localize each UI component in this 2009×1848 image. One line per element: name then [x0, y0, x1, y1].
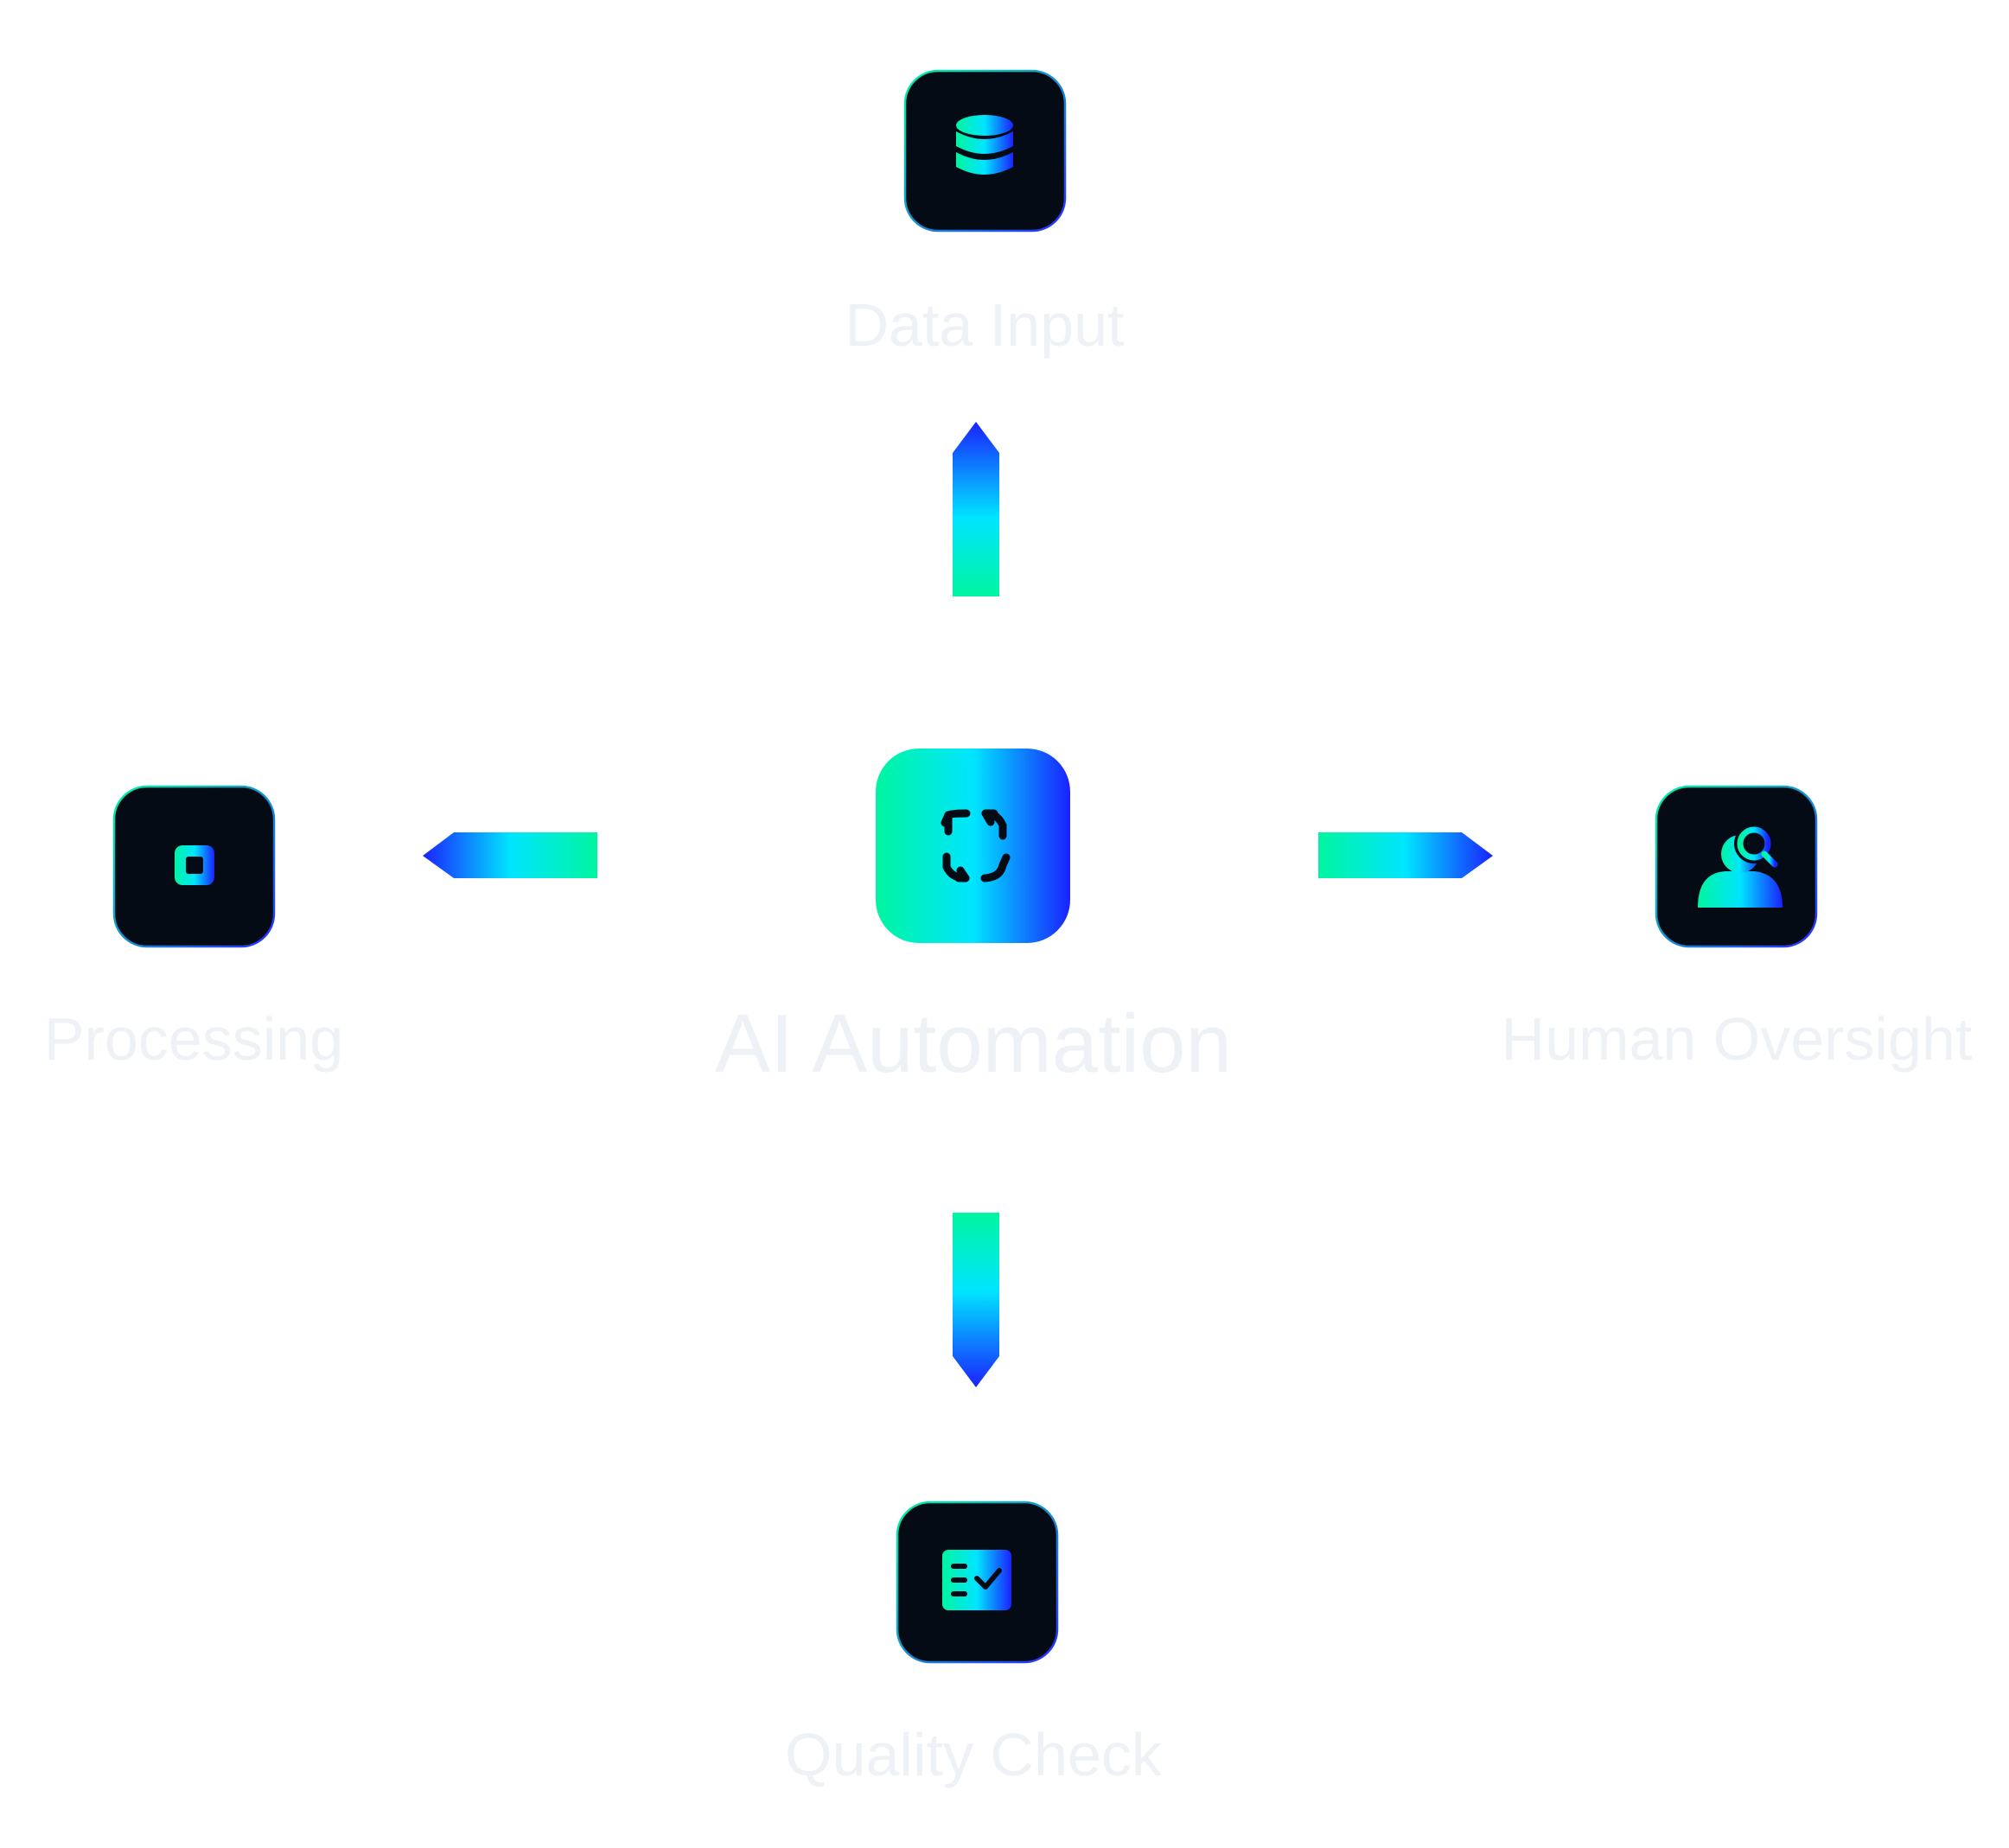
- checklist-icon: [942, 1550, 1011, 1610]
- node-processing[interactable]: [112, 785, 276, 948]
- arrow-left: [423, 832, 597, 878]
- center-label: AI Automation: [715, 997, 1232, 1090]
- refresh-cycle-icon: [941, 809, 1011, 883]
- center-node-box: [876, 749, 1070, 943]
- node-quality-check[interactable]: [896, 1501, 1059, 1664]
- node-data-input[interactable]: [903, 69, 1067, 233]
- database-icon: [956, 115, 1013, 175]
- data-input-label: Data Input: [845, 291, 1125, 359]
- arrow-up: [953, 422, 999, 596]
- arrow-right: [1318, 832, 1493, 878]
- arrow-down: [953, 1213, 999, 1387]
- human-oversight-label: Human Oversight: [1502, 1005, 1973, 1073]
- quality-check-label: Quality Check: [785, 1721, 1163, 1788]
- user-search-icon: [1698, 824, 1783, 908]
- node-human-oversight[interactable]: [1655, 785, 1818, 948]
- cpu-chip-icon: [162, 832, 227, 898]
- processing-label: Processing: [44, 1005, 343, 1073]
- center-node[interactable]: [876, 749, 1070, 943]
